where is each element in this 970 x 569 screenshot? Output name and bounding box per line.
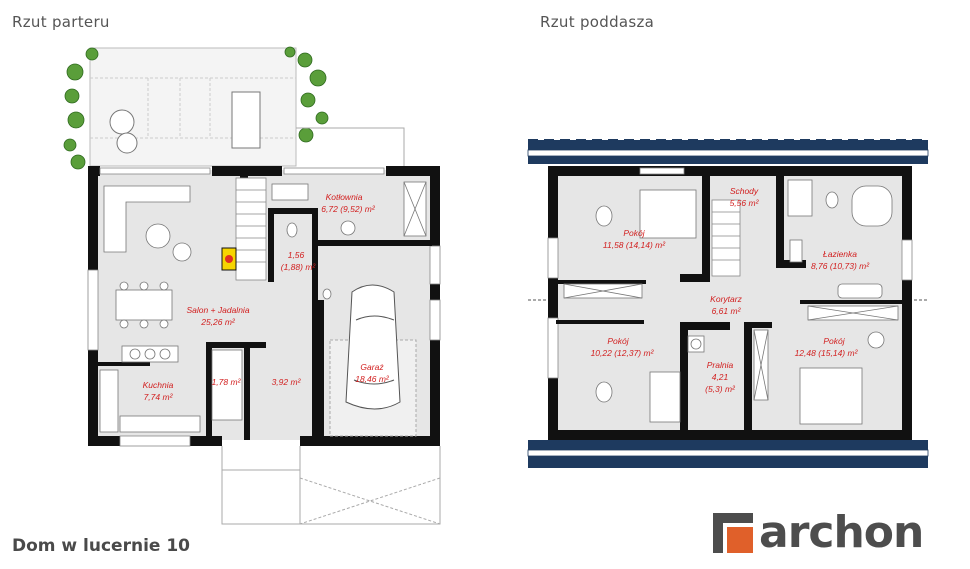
ground-interior-walls [92, 208, 432, 440]
archon-logo: archon [713, 507, 924, 558]
label-garaz-name: Garaż [360, 362, 384, 372]
label-pralnia-area: 4,21 [712, 372, 729, 382]
label-kuchnia-area: 7,74 m² [144, 392, 174, 402]
driveway [221, 446, 441, 525]
ground-stairs [235, 177, 267, 281]
garage-car [329, 284, 417, 437]
attic-furniture [563, 189, 899, 425]
attic-interior-walls [556, 174, 904, 432]
label-pokoj3-name: Pokój [823, 336, 845, 346]
label-pralnia-area2: (5,3) m² [705, 384, 736, 394]
label-pokoj1-name: Pokój [623, 228, 645, 238]
label-lazienka-name: Łazienka [823, 249, 857, 259]
label-korytarz-area: 6,61 m² [712, 306, 742, 316]
archon-logo-text: archon [759, 507, 924, 558]
label-pokoj2-area: 10,22 (12,37) m² [591, 348, 655, 358]
label-hall-area: 3,92 m² [272, 377, 302, 387]
label-salon-name: Salon + Jadalnia [186, 305, 249, 315]
attic-stairs [711, 199, 741, 277]
label-kotlownia-name: Kotłownia [326, 192, 363, 202]
ground-floor-plan: Kotłownia 6,72 (9,52) m² 1,56 (1,88) m² … [63, 46, 441, 525]
label-lazienka-area: 8,76 (10,73) m² [811, 261, 870, 271]
label-wc-area2: (1,88) m² [281, 262, 317, 272]
label-pokoj2-name: Pokój [607, 336, 629, 346]
label-pralnia-name: Pralnia [707, 360, 734, 370]
attic-exterior-walls [548, 166, 912, 440]
label-pokoj1-area: 11,58 (14,14) m² [603, 240, 666, 250]
label-wc-area: 1,56 [288, 250, 305, 260]
label-kuchnia-name: Kuchnia [143, 380, 174, 390]
archon-logo-icon [713, 513, 753, 553]
house-name: Dom w lucernie 10 [12, 536, 191, 556]
label-garaz-area: 18,46 m² [355, 374, 390, 384]
ground-floor-heading: Rzut parteru [12, 13, 110, 31]
label-kotlownia-area: 6,72 (9,52) m² [321, 204, 376, 214]
label-schody-area: 5,56 m² [730, 198, 760, 208]
living-furniture [103, 185, 192, 329]
label-spizarnia-area: 1,78 m² [212, 377, 242, 387]
kitchen-fittings [99, 345, 243, 433]
label-pokoj3-area: 12,48 (15,14) m² [795, 348, 859, 358]
label-salon-area: 25,26 m² [200, 317, 236, 327]
attic-heading: Rzut poddasza [540, 13, 655, 31]
label-schody-name: Schody [730, 186, 759, 196]
label-korytarz-name: Korytarz [710, 294, 742, 304]
greenery [63, 46, 329, 170]
attic-plan: Pokój 11,58 (14,14) m² Schody 5,56 m² Ła… [527, 139, 929, 468]
terrace-table [231, 91, 261, 149]
